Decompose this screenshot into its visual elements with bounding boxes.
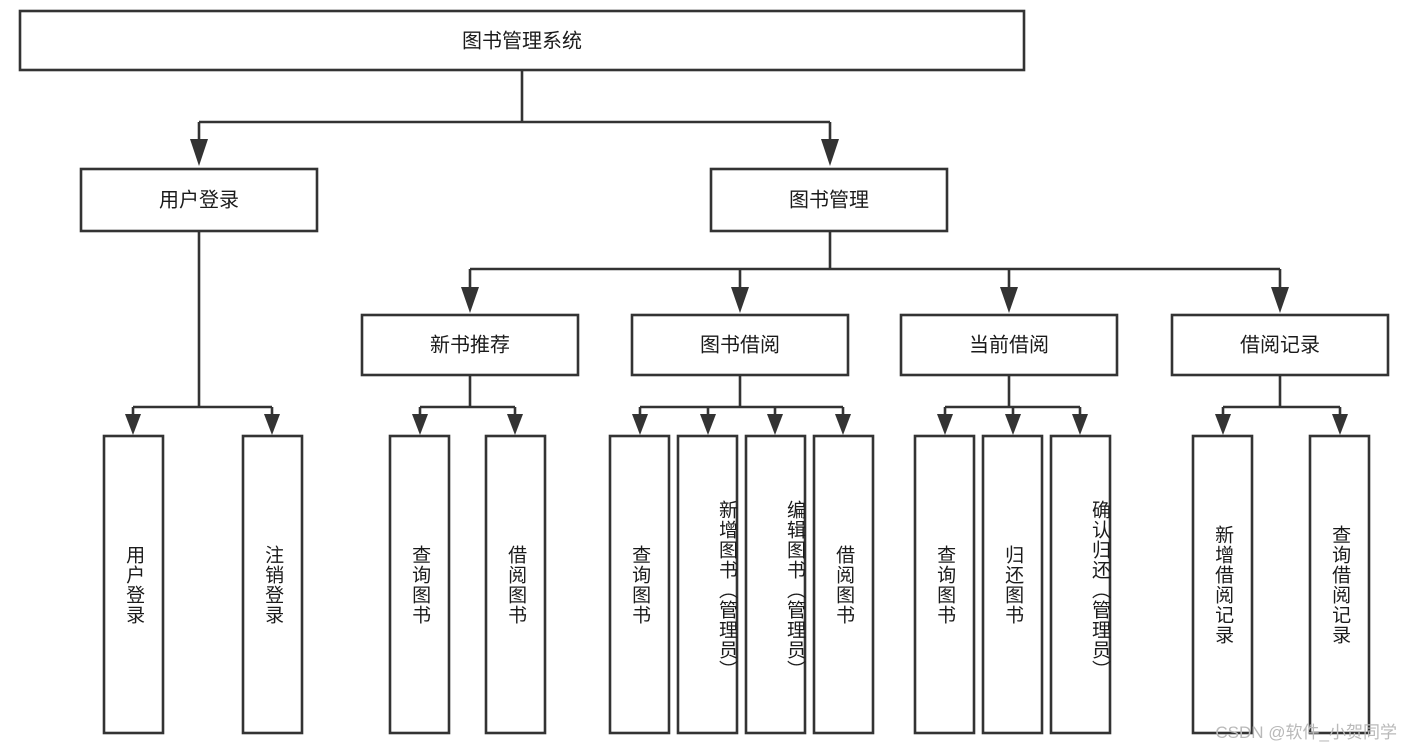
arrow-head-icon [125,414,141,435]
node-box [630,313,850,377]
arrow-head-icon [731,287,749,313]
leaf-box-add-book[interactable] [676,434,739,735]
node-user-login[interactable]: 用户登录 [79,167,319,233]
leaf-box-confirm-return[interactable] [1049,434,1112,735]
node-new-book-recommend-label: 新书推荐 [430,333,510,356]
connector-bookborrow-to-leaves [632,375,851,435]
node-box [18,9,1026,72]
arrow-head-icon [767,414,783,435]
leaf-boxes [102,434,1371,735]
connector-borrowrecord-to-leaves [1215,375,1348,435]
connector-currentborrow-to-leaves [937,375,1088,435]
arrow-head-icon [507,414,523,435]
arrow-head-icon [461,287,479,313]
node-current-borrow-label: 当前借阅 [969,333,1049,356]
leaf-box-query-book-2[interactable] [608,434,671,735]
node-box [899,313,1119,377]
arrow-head-icon [412,414,428,435]
node-box [360,313,580,377]
arrow-head-icon [190,139,208,166]
connector-root-to-level2 [190,70,839,166]
connector-userlogin-to-leaves [125,231,280,435]
node-box [1170,313,1390,377]
node-current-borrow[interactable]: 当前借阅 [899,313,1119,377]
node-book-management[interactable]: 图书管理 [709,167,949,233]
arrow-head-icon [632,414,648,435]
node-borrow-record-label: 借阅记录 [1240,333,1320,356]
node-title-label: 图书管理系统 [462,29,582,52]
leaf-box-edit-book[interactable] [744,434,807,735]
node-box [79,167,319,233]
arrow-head-icon [264,414,280,435]
leaf-box-borrow-book-1[interactable] [484,434,547,735]
connector-newbook-to-leaves [412,375,523,435]
leaf-box-logout-login[interactable] [241,434,304,735]
node-book-borrow-label: 图书借阅 [700,333,780,356]
arrow-head-icon [1215,414,1231,435]
arrow-head-icon [835,414,851,435]
node-user-login-label: 用户登录 [159,188,239,211]
leaf-box-return-book[interactable] [981,434,1044,735]
arrow-head-icon [937,414,953,435]
watermark-text: CSDN @软件_小贺同学 [1215,723,1397,742]
connector-bookmgmt-to-level3 [461,231,1289,313]
leaf-box-query-book-1[interactable] [388,434,451,735]
node-borrow-record[interactable]: 借阅记录 [1170,313,1390,377]
node-box [709,167,949,233]
arrow-head-icon [1000,287,1018,313]
node-title[interactable]: 图书管理系统 [18,9,1026,72]
node-book-management-label: 图书管理 [789,188,869,211]
arrow-head-icon [821,139,839,166]
leaf-box-borrow-book-2[interactable] [812,434,875,735]
arrow-head-icon [1332,414,1348,435]
arrow-head-icon [700,414,716,435]
arrow-head-icon [1072,414,1088,435]
leaf-box-query-record[interactable] [1308,434,1371,735]
arrow-head-icon [1271,287,1289,313]
arrow-head-icon [1005,414,1021,435]
node-book-borrow[interactable]: 图书借阅 [630,313,850,377]
node-new-book-recommend[interactable]: 新书推荐 [360,313,580,377]
leaf-box-add-record[interactable] [1191,434,1254,735]
leaf-box-user-login[interactable] [102,434,165,735]
leaf-box-query-book-3[interactable] [913,434,976,735]
